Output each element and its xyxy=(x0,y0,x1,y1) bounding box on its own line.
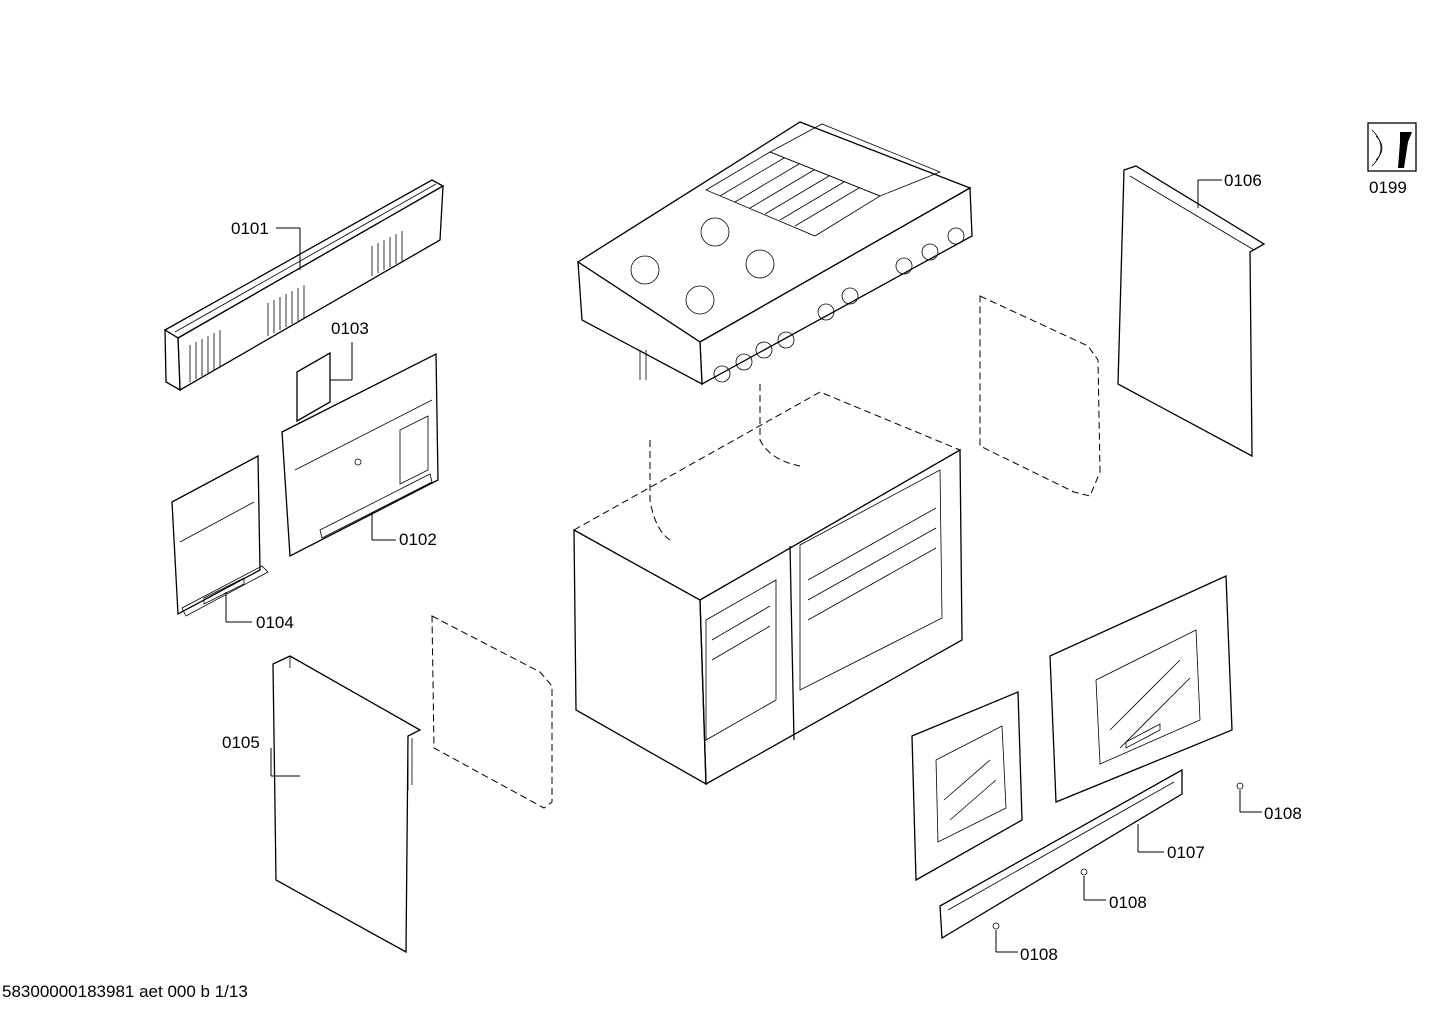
part-0108-screw-b[interactable]: 0108 xyxy=(1080,868,1147,912)
part-0108-screw-a[interactable]: 0108 xyxy=(1236,782,1302,823)
label-0108-b: 0108 xyxy=(1109,893,1147,912)
part-0104-side-panel[interactable]: 0104 xyxy=(171,454,294,632)
label-0105: 0105 xyxy=(222,733,260,752)
control-knobs xyxy=(713,227,965,383)
document-code: 58300000183981 aet 000 b 1/13 xyxy=(2,982,248,1001)
part-0108-screw-c[interactable]: 0108 xyxy=(992,922,1058,964)
label-0102: 0102 xyxy=(399,530,437,549)
label-0107: 0107 xyxy=(1167,843,1205,862)
part-0102-rear-panel[interactable]: 0102 xyxy=(281,352,439,558)
insulation-panel-right xyxy=(979,295,1101,497)
label-0104: 0104 xyxy=(256,613,294,632)
burner-grate xyxy=(630,217,775,315)
part-0107-kick-panel[interactable]: 0107 xyxy=(939,768,1205,940)
part-0105-side-panel[interactable]: 0105 xyxy=(222,655,422,954)
range-body[interactable] xyxy=(572,384,963,786)
label-0108-c: 0108 xyxy=(1020,945,1058,964)
oven-door-small[interactable] xyxy=(911,691,1023,882)
oven-door-large[interactable] xyxy=(1049,575,1233,803)
part-0103-cover-plate[interactable]: 0103 xyxy=(296,319,369,423)
cooktop-assembly[interactable] xyxy=(576,121,973,386)
label-0106: 0106 xyxy=(1224,171,1262,190)
label-0101: 0101 xyxy=(231,219,269,238)
label-0108-a: 0108 xyxy=(1264,804,1302,823)
label-0199: 0199 xyxy=(1369,178,1407,197)
part-0101-back-trim[interactable]: 0101 xyxy=(163,179,445,392)
service-wrench-icon: 0199 xyxy=(1367,122,1417,197)
label-0103: 0103 xyxy=(331,319,369,338)
insulation-panel-left xyxy=(431,615,553,809)
part-0106-top-panel[interactable]: 0106 xyxy=(1117,165,1266,458)
